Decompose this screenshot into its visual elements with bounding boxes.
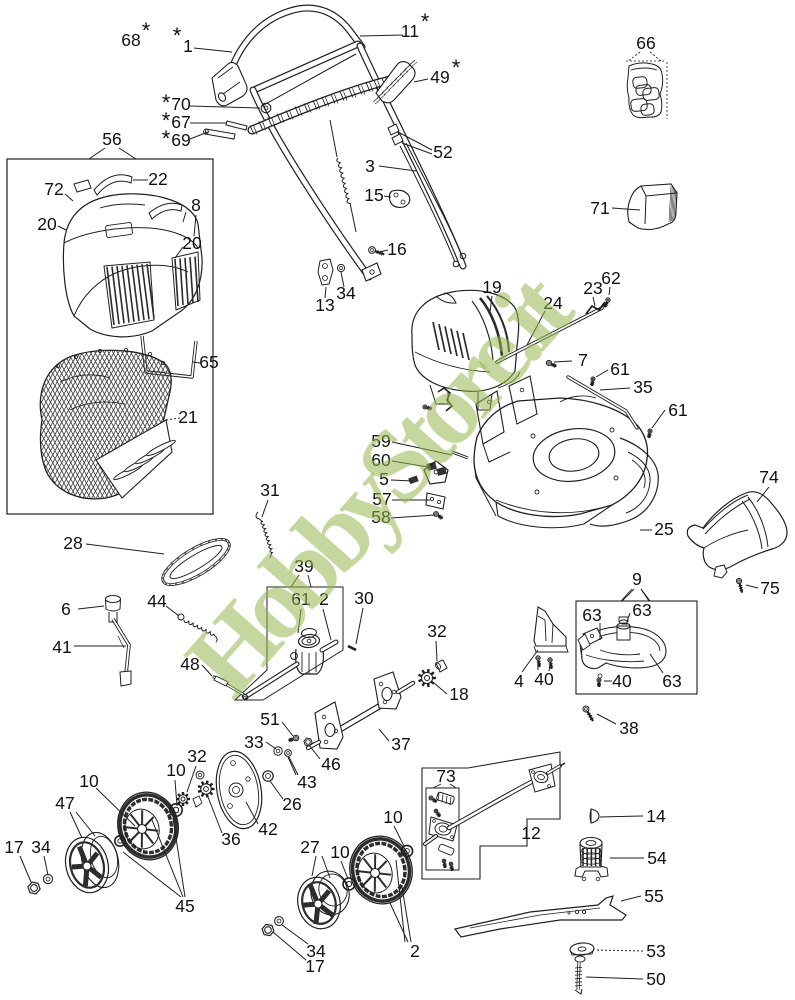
svg-text:17: 17	[305, 956, 324, 976]
svg-text:15: 15	[364, 185, 383, 205]
svg-text:43: 43	[297, 772, 316, 792]
svg-text:33: 33	[244, 732, 263, 752]
svg-text:12: 12	[521, 823, 540, 843]
svg-text:60: 60	[371, 450, 391, 470]
svg-text:61: 61	[291, 589, 310, 609]
svg-text:40: 40	[612, 671, 632, 691]
svg-text:28: 28	[63, 533, 82, 553]
svg-text:59: 59	[371, 431, 390, 451]
svg-text:*: *	[142, 18, 151, 43]
svg-text:35: 35	[633, 377, 652, 397]
svg-text:49: 49	[430, 67, 449, 87]
svg-text:37: 37	[391, 734, 410, 754]
svg-text:71: 71	[590, 198, 609, 218]
svg-text:34: 34	[31, 837, 51, 857]
svg-text:8: 8	[191, 195, 201, 215]
svg-text:5: 5	[379, 469, 389, 489]
svg-text:13: 13	[315, 295, 334, 315]
svg-text:10: 10	[166, 760, 186, 780]
svg-text:22: 22	[148, 169, 167, 189]
svg-text:51: 51	[260, 709, 279, 729]
svg-text:54: 54	[647, 848, 667, 868]
svg-text:1: 1	[183, 36, 193, 56]
svg-text:75: 75	[760, 578, 779, 598]
svg-text:46: 46	[321, 754, 340, 774]
svg-text:58: 58	[371, 507, 390, 527]
svg-text:10: 10	[79, 771, 99, 791]
svg-text:14: 14	[646, 806, 666, 826]
svg-text:63: 63	[582, 605, 601, 625]
svg-text:55: 55	[644, 886, 663, 906]
svg-text:65: 65	[199, 352, 218, 372]
svg-text:57: 57	[372, 489, 391, 509]
svg-text:39: 39	[294, 556, 313, 576]
svg-text:50: 50	[646, 969, 666, 989]
svg-text:68: 68	[121, 30, 140, 50]
svg-text:32: 32	[187, 746, 206, 766]
svg-text:*: *	[421, 9, 430, 34]
svg-text:63: 63	[632, 600, 651, 620]
svg-text:31: 31	[260, 480, 279, 500]
svg-text:32: 32	[427, 621, 446, 641]
svg-text:21: 21	[178, 407, 197, 427]
svg-text:*: *	[173, 23, 182, 48]
svg-text:19: 19	[482, 277, 501, 297]
svg-text:67: 67	[171, 112, 190, 132]
svg-text:36: 36	[221, 829, 240, 849]
svg-text:41: 41	[52, 637, 71, 657]
svg-text:61: 61	[610, 359, 629, 379]
svg-text:23: 23	[583, 278, 602, 298]
svg-text:69: 69	[171, 130, 190, 150]
svg-text:45: 45	[175, 896, 194, 916]
svg-text:66: 66	[636, 33, 655, 53]
svg-text:2: 2	[319, 589, 329, 609]
svg-text:*: *	[452, 55, 461, 80]
svg-text:27: 27	[300, 837, 319, 857]
svg-text:73: 73	[436, 766, 455, 786]
svg-text:48: 48	[180, 654, 199, 674]
svg-text:72: 72	[44, 179, 63, 199]
svg-text:70: 70	[171, 94, 191, 114]
svg-text:44: 44	[147, 591, 167, 611]
svg-text:74: 74	[759, 467, 779, 487]
svg-text:34: 34	[336, 283, 356, 303]
svg-text:*: *	[162, 90, 171, 115]
svg-text:62: 62	[601, 268, 620, 288]
svg-text:*: *	[162, 108, 171, 133]
svg-text:26: 26	[282, 794, 301, 814]
svg-text:38: 38	[619, 718, 638, 738]
svg-text:9: 9	[632, 569, 642, 589]
svg-text:42: 42	[258, 819, 277, 839]
svg-text:6: 6	[61, 599, 71, 619]
svg-text:11: 11	[401, 21, 419, 41]
svg-text:30: 30	[354, 588, 374, 608]
svg-text:34: 34	[306, 941, 326, 961]
svg-text:10: 10	[330, 842, 350, 862]
svg-text:20: 20	[182, 233, 202, 253]
svg-text:40: 40	[534, 669, 554, 689]
svg-text:4: 4	[514, 671, 524, 691]
svg-text:18: 18	[449, 684, 468, 704]
svg-text:10: 10	[383, 807, 403, 827]
svg-text:*: *	[162, 126, 171, 151]
svg-text:47: 47	[55, 793, 74, 813]
svg-text:20: 20	[37, 214, 57, 234]
svg-text:56: 56	[102, 129, 121, 149]
svg-text:17: 17	[4, 837, 23, 857]
svg-text:52: 52	[433, 142, 452, 162]
svg-text:2: 2	[410, 941, 420, 961]
svg-text:7: 7	[578, 350, 588, 370]
svg-text:53: 53	[646, 941, 665, 961]
svg-text:63: 63	[662, 671, 681, 691]
svg-text:3: 3	[365, 156, 375, 176]
svg-text:61: 61	[668, 400, 687, 420]
svg-text:25: 25	[654, 519, 673, 539]
svg-text:16: 16	[387, 239, 406, 259]
svg-text:24: 24	[543, 293, 563, 313]
